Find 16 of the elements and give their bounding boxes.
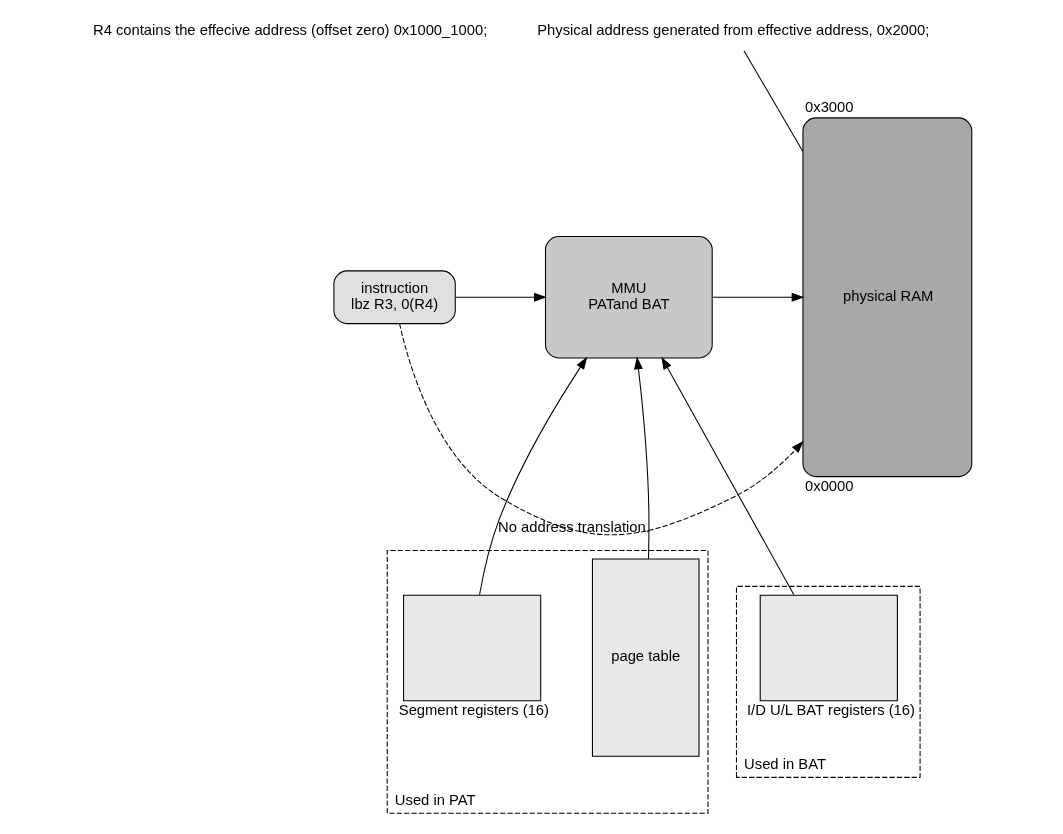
node-label: Segment registers (16) xyxy=(398,701,549,718)
arrow xyxy=(454,292,547,302)
node-label: I/D U/L BAT registers (16) xyxy=(747,701,915,718)
arrow xyxy=(634,356,650,560)
node-box: page table xyxy=(591,558,700,757)
node-box: MMU PATand BAT xyxy=(544,236,713,359)
arrow xyxy=(399,323,804,536)
node-label: 0x0000 xyxy=(805,477,854,494)
node-label: 0x3000 xyxy=(805,98,854,115)
arrow xyxy=(479,356,588,596)
node-box: instruction lbz R3, 0(R4) xyxy=(333,270,456,325)
connector xyxy=(743,50,804,153)
label: R4 contains the effecive address (offset zero) 0x1000_1000; xyxy=(92,22,488,39)
node-text: Physical address generated from effective address, 0x2000; xyxy=(537,22,930,39)
arrow xyxy=(712,292,805,302)
arrow xyxy=(661,356,795,596)
